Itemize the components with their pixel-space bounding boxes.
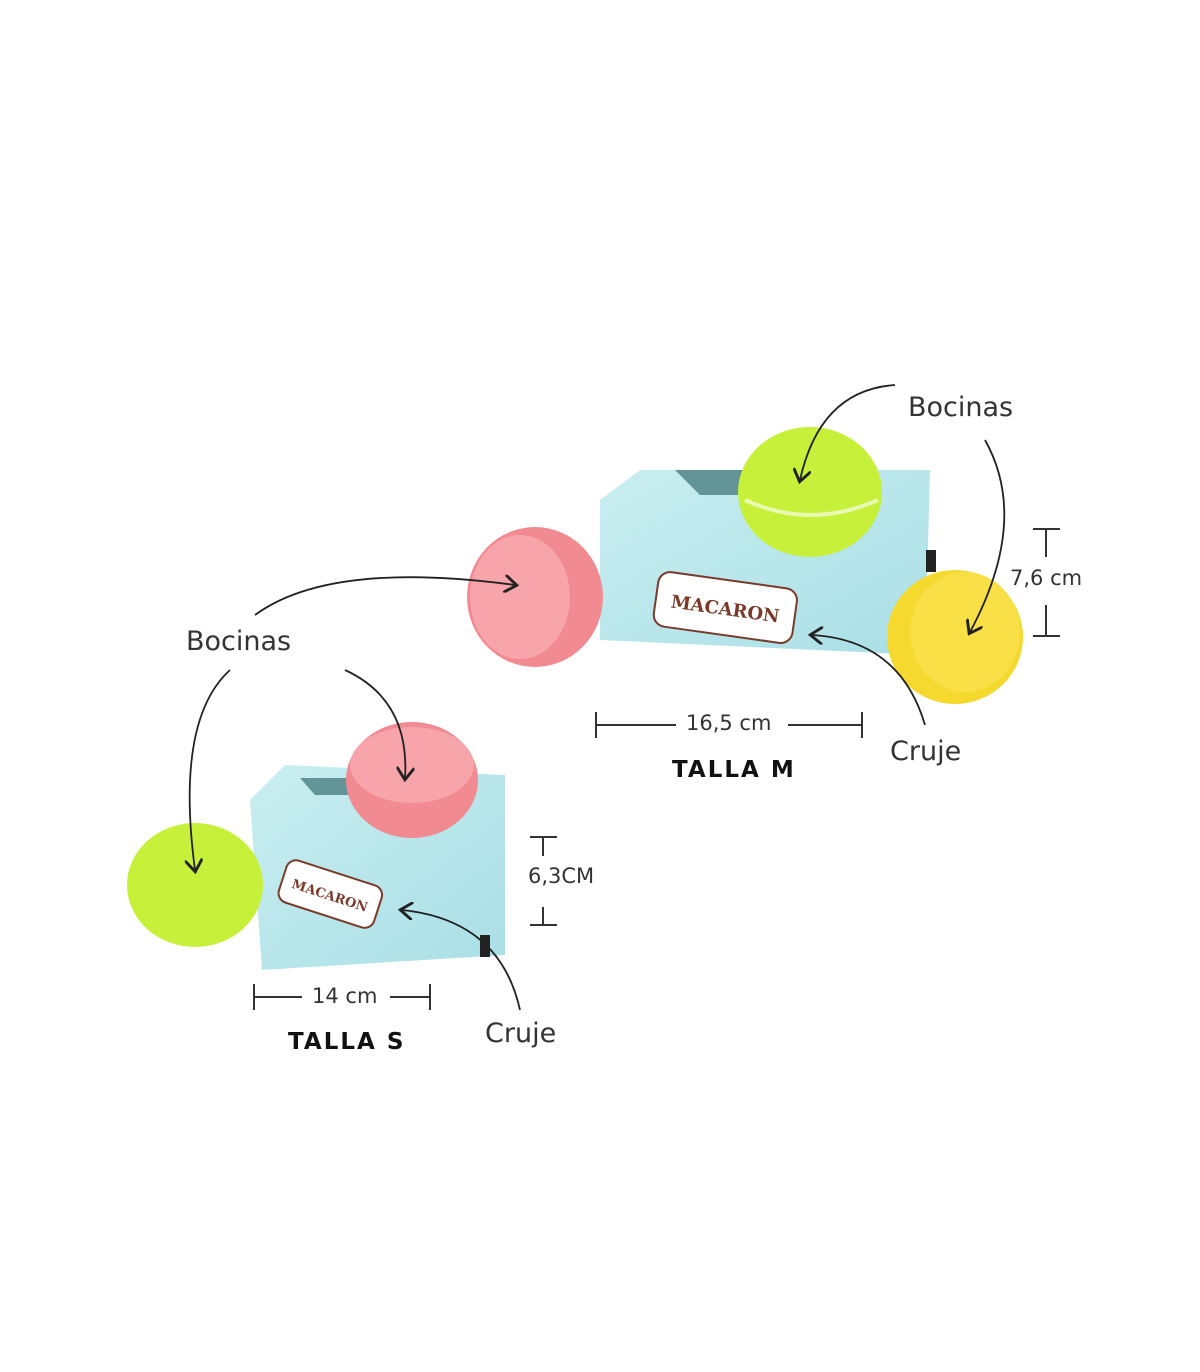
- horns-label-m: Bocinas: [908, 392, 1014, 423]
- width-label-m: 16,5 cm: [686, 711, 772, 735]
- macaron-logo-m: MACARON: [652, 571, 798, 644]
- callout-arrows: [190, 384, 1006, 1011]
- size-s-product: MACARON: [127, 722, 505, 970]
- horns-label-s: Bocinas: [186, 626, 292, 657]
- height-label-s: 6,3CM: [528, 864, 595, 888]
- crinkle-label-m: Cruje: [890, 736, 962, 767]
- dimension-lines: [253, 528, 1060, 1010]
- crinkle-label-s: Cruje: [485, 1018, 557, 1049]
- size-m-product: MACARON: [467, 427, 1023, 704]
- width-label-s: 14 cm: [312, 984, 378, 1008]
- height-label-m: 7,6 cm: [1010, 566, 1083, 590]
- green-macaron-s: [127, 823, 263, 947]
- size-label-s: TALLA S: [288, 1029, 406, 1055]
- green-macaron-m: [738, 427, 882, 557]
- size-label-m: TALLA M: [672, 757, 796, 783]
- macaron-logo-s: MACARON: [277, 859, 384, 929]
